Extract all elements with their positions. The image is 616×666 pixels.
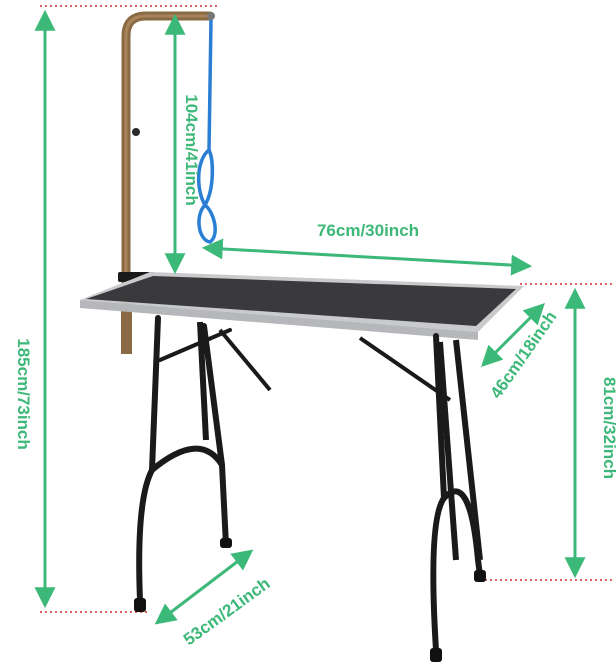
leg-span-arrow: [154, 549, 254, 625]
guide-lines: [40, 5, 612, 613]
leg-span-label: 53cm/21inch: [180, 574, 274, 649]
leg-feet: [134, 538, 486, 662]
table-height-label: 81cm/32inch: [600, 377, 616, 479]
arm-post: [121, 296, 132, 354]
table-width-arrow: [481, 303, 545, 367]
dimension-arrows: [34, 9, 586, 625]
table-width-label: 46cm/18inch: [486, 308, 560, 403]
table-length-label: 76cm/30inch: [317, 221, 419, 240]
arm-knob: [132, 128, 140, 136]
tabletop: [80, 272, 524, 340]
arm-hook: [207, 12, 215, 20]
table-frame-front: [136, 315, 483, 653]
grooming-arm: [118, 11, 215, 354]
table-length-arrow: [201, 238, 533, 276]
total-height-label: 185cm/73inch: [14, 338, 33, 450]
arm-height-label: 104cm/41inch: [182, 94, 201, 206]
dimension-labels: 185cm/73inch 104cm/41inch 76cm/30inch 46…: [14, 94, 616, 649]
